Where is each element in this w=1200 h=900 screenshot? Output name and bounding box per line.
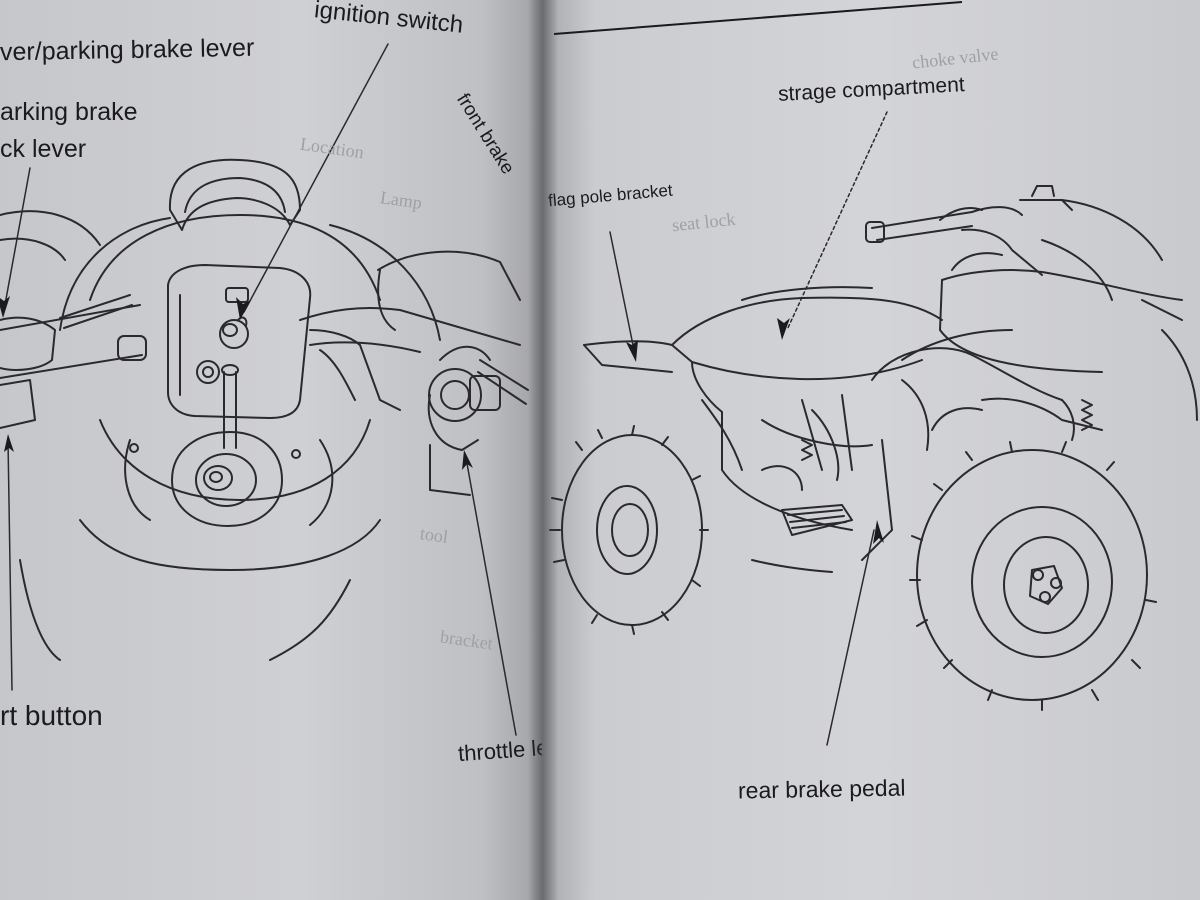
label-start-button: rt button	[0, 700, 103, 731]
label-parking-brake-lock-line1: arking brake	[0, 98, 138, 126]
bleed-through-text: tool	[418, 523, 450, 547]
label-parking-brake-lever: ver/parking brake lever	[0, 33, 255, 67]
label-parking-brake-lock-line2: ck lever	[0, 135, 87, 163]
left-page: Location Lamp tool bracket ver/parking b…	[0, 0, 548, 900]
right-page: choke valve seat lock strage compartment…	[542, 0, 1200, 900]
book-gutter	[528, 0, 558, 900]
atv-illustration	[549, 1, 1198, 746]
handlebar-illustration	[0, 43, 529, 736]
label-rear-brake-pedal: rear brake pedal	[737, 774, 906, 804]
